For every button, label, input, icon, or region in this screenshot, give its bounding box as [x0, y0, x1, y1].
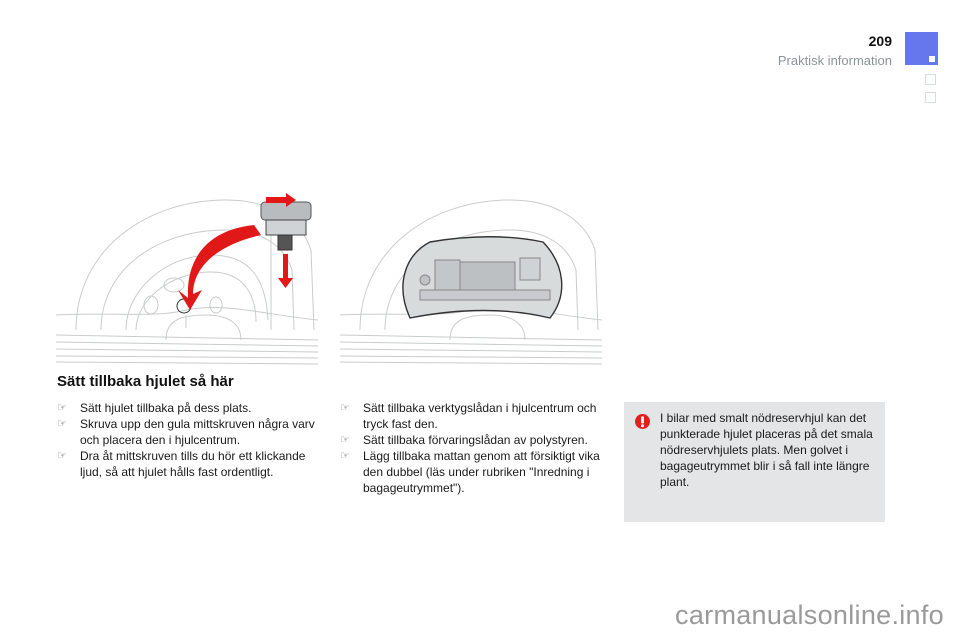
- instruction-item: ☞Dra åt mittskruven tills du hör ett kli…: [57, 449, 306, 479]
- page-number: 209: [868, 33, 892, 49]
- pointing-hand-icon: ☞: [57, 450, 67, 462]
- pointing-hand-icon: ☞: [340, 434, 350, 446]
- pointing-hand-icon: ☞: [340, 402, 350, 414]
- tab-marker-empty-2: [925, 92, 936, 103]
- section-name: Praktisk information: [777, 53, 892, 68]
- tab-dot: [929, 56, 935, 62]
- instructions-column-1: ☞Sätt hjulet tillbaka på dess plats. ☞Sk…: [57, 400, 322, 480]
- instructions-column-2: ☞Sätt tillbaka verktygslådan i hjulcentr…: [340, 400, 605, 496]
- tool-box-in-wheel-illustration: [340, 190, 602, 368]
- pointing-hand-icon: ☞: [57, 418, 67, 430]
- instruction-item: ☞Skruva upp den gula mittskruven några v…: [57, 417, 315, 447]
- instruction-item: ☞Lägg tillbaka mattan genom att försikti…: [340, 449, 600, 495]
- section-tab-marker: [905, 32, 938, 65]
- warning-note-text: I bilar med smalt nödreservhjul kan det …: [660, 411, 873, 489]
- instruction-item: ☞Sätt tillbaka verktygslådan i hjulcentr…: [340, 401, 597, 431]
- watermark: carmanualsonline.info: [675, 600, 944, 630]
- instruction-item: ☞Sätt tillbaka förvaringslådan av polyst…: [340, 433, 588, 447]
- pointing-hand-icon: ☞: [340, 450, 350, 462]
- instruction-item: ☞Sätt hjulet tillbaka på dess plats.: [57, 401, 252, 415]
- warning-exclamation-icon: [635, 414, 650, 429]
- pointing-hand-icon: ☞: [57, 402, 67, 414]
- warning-note: I bilar med smalt nödreservhjul kan det …: [624, 402, 885, 522]
- section-title: Sätt tillbaka hjulet så här: [57, 373, 234, 390]
- spare-wheel-screw-illustration: [56, 190, 318, 368]
- tab-marker-empty-1: [925, 74, 936, 85]
